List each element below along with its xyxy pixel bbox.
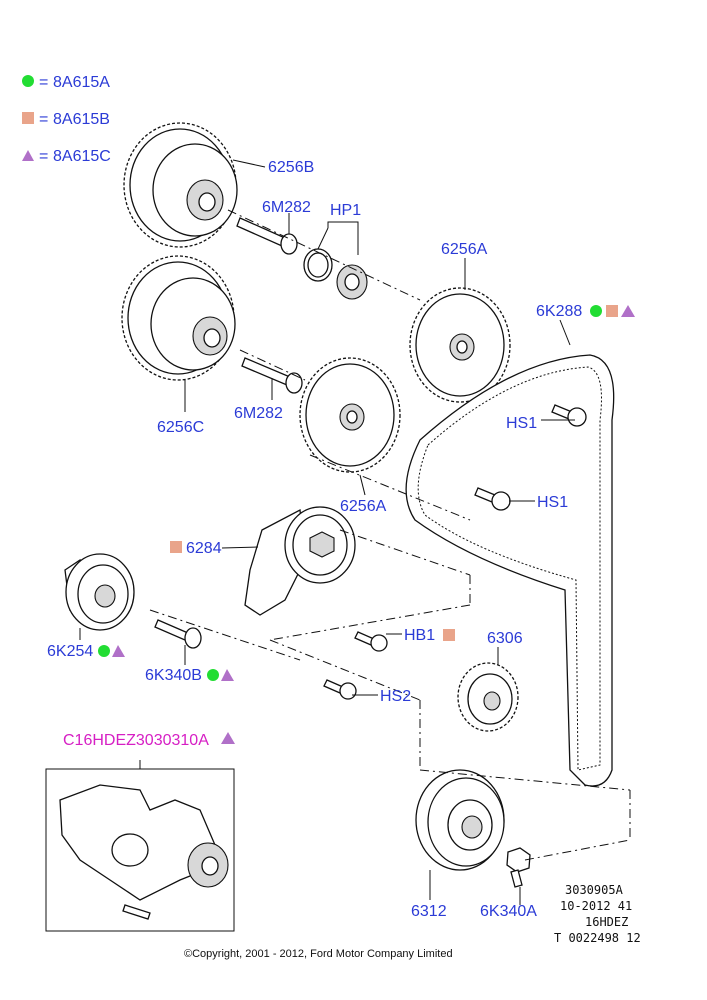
sprocket-6256a-top: [409, 287, 511, 403]
label-hs1-a: HS1: [506, 415, 537, 432]
label-6m282-bottom: 6M282: [234, 405, 283, 422]
sprocket-6256a-center: [299, 357, 401, 473]
bolt-hs2: [323, 679, 357, 700]
idler-6k254: [64, 553, 135, 631]
label-6256c: 6256C: [157, 419, 204, 436]
label-6k340b: 6K340B: [145, 667, 202, 684]
label-hs2: HS2: [380, 688, 411, 705]
marker-triangle-icon: [221, 669, 234, 681]
bolt-6k340b: [154, 619, 202, 649]
label-6306: 6306: [487, 630, 523, 647]
sprocket-6256b: [123, 122, 238, 248]
legend-code-b: 8A615B: [53, 111, 110, 128]
marker-triangle-icon: [221, 732, 235, 744]
bolt-hs1-b: [474, 487, 511, 511]
marker-circle-icon: [590, 305, 602, 317]
label-hb1: HB1: [404, 627, 435, 644]
water-pump-inset: [45, 768, 235, 932]
bolt-6m282-top: [236, 217, 298, 255]
label-6256a-bottom: 6256A: [340, 498, 387, 515]
reference-block: 3030905A 10-2012 41 16HDEZ T 0022498 12: [554, 883, 641, 945]
seal-hp1: [303, 248, 368, 300]
legend-eq: =: [39, 111, 48, 128]
legend-eq: =: [39, 148, 48, 165]
marker-triangle-icon: [112, 645, 125, 657]
bolt-hb1: [354, 631, 388, 652]
part-labels: 6256B 6M282 HP1 6256A 6K288 6256C 6M282 …: [47, 159, 635, 920]
legend-code-c: 8A615C: [53, 148, 111, 165]
copyright-text: ©Copyright, 2001 - 2012, Ford Motor Comp…: [184, 948, 453, 960]
label-6312: 6312: [411, 903, 447, 920]
label-6k340a: 6K340A: [480, 903, 537, 920]
label-6256a-top: 6256A: [441, 241, 488, 258]
label-6k288: 6K288: [536, 303, 582, 320]
bolt-6m282-bottom: [241, 357, 303, 394]
legend-eq: =: [39, 74, 48, 91]
marker-square-icon: [170, 541, 182, 553]
pulley-6312: [415, 769, 505, 871]
marker-square-icon: [606, 305, 618, 317]
alignment-lines: [149, 209, 631, 861]
marker-square-icon: [443, 629, 455, 641]
marker-circle-icon: [207, 669, 219, 681]
label-6m282-top: 6M282: [262, 199, 311, 216]
label-6284: 6284: [186, 540, 222, 557]
legend-triangle-icon: [22, 150, 34, 161]
leader-lines: [79, 159, 575, 905]
tensioner-6284: [244, 506, 356, 616]
ref-line: 3030905A: [565, 883, 624, 897]
marker-triangle-icon: [621, 305, 635, 317]
sprocket-6256c: [121, 255, 236, 381]
bolt-6k340a: [506, 847, 531, 888]
legend: = 8A615A = 8A615B = 8A615C: [22, 74, 111, 165]
legend-square-icon: [22, 112, 34, 124]
label-c16hdez3030310a: C16HDEZ3030310A: [63, 732, 209, 749]
label-6256b: 6256B: [268, 159, 314, 176]
label-hs1-b: HS1: [537, 494, 568, 511]
label-hp1: HP1: [330, 202, 361, 219]
bolt-hs1-a: [551, 404, 587, 427]
ref-line: 16HDEZ: [585, 915, 628, 929]
crank-sprocket-6306: [457, 662, 519, 732]
label-6k254: 6K254: [47, 643, 93, 660]
ref-line: T 0022498 12: [554, 931, 641, 945]
marker-circle-icon: [98, 645, 110, 657]
ref-line: 10-2012 41: [560, 899, 632, 913]
timing-belt-6k288: [405, 354, 615, 787]
legend-circle-icon: [22, 75, 34, 87]
legend-code-a: 8A615A: [53, 74, 110, 91]
